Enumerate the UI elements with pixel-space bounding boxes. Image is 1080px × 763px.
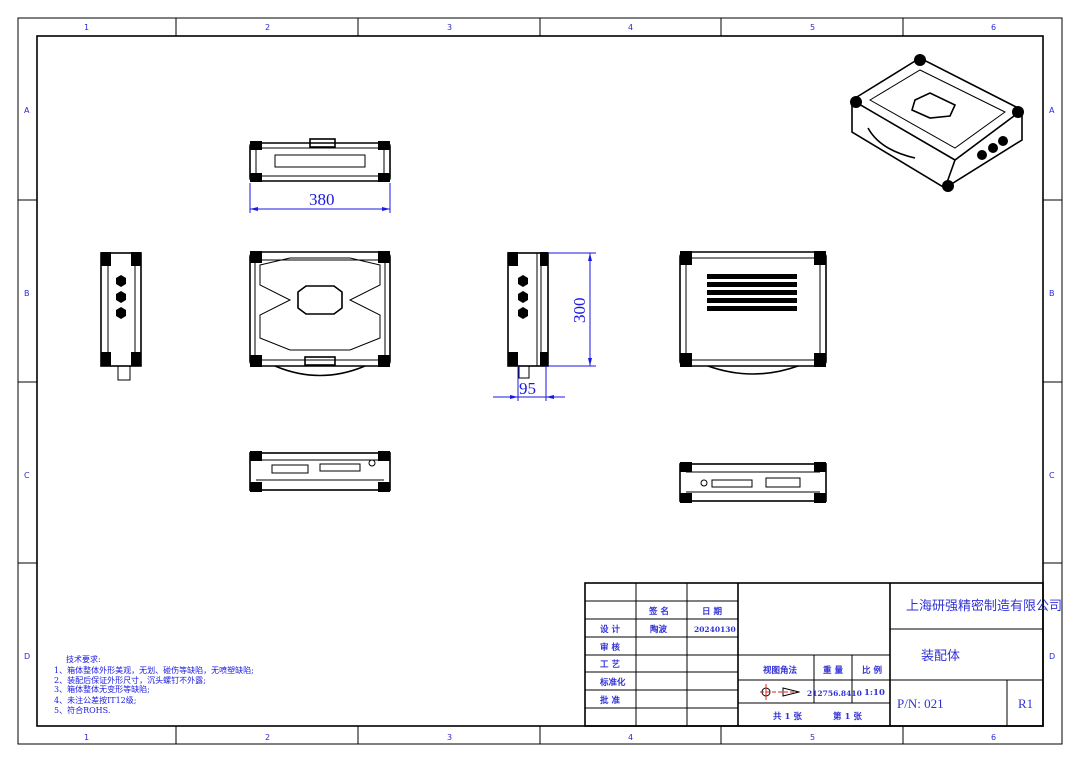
zone-row-c-right: C [1049,471,1055,480]
left-side-view [100,252,142,381]
zone-col-3: 3 [447,23,452,32]
outer-frame [17,17,1063,745]
role-design: 设 计 [600,624,620,635]
role-process: 工 艺 [600,659,620,670]
projection-label: 视图角法 [763,665,798,676]
back-view [679,251,827,375]
role-review: 审 核 [600,642,620,653]
zone-col-6-bottom: 6 [991,733,996,742]
zone-row-c: C [24,471,30,480]
role-standardization: 标准化 [599,677,626,688]
width-dimension: 380 [249,183,391,213]
right-side-view [507,252,549,379]
zone-col-4-bottom: 4 [628,733,633,742]
zone-row-a-right: A [1049,106,1055,115]
depth-dimension-value: 95 [519,379,536,398]
third-angle-projection-icon [760,684,800,700]
requirements-title: 技术要求: [66,654,101,664]
technical-requirements: 技术要求: 1、箱体整体外形美观，无划、碰伤等缺陷，无喷塑缺陷; 2、装配后保证… [54,654,254,715]
top-view [249,138,391,182]
zone-labels: 1 2 3 4 5 6 1 2 3 4 5 6 A B C D A B C D [24,23,1055,742]
bottom-view-right [679,462,827,503]
depth-dimension: 95 [493,366,565,401]
sheet-number: 第 1 张 [833,711,862,722]
requirement-item: 2、装配后保证外形尺寸，沉头螺钉不外露; [54,675,206,685]
requirement-item: 4、未注公差按IT12级; [54,695,136,705]
front-view [249,251,391,377]
width-dimension-value: 380 [309,190,335,209]
zone-col-1: 1 [84,23,89,32]
role-approval: 批 准 [600,695,620,706]
requirement-item: 5、符合ROHS. [54,705,110,715]
zone-row-a: A [24,106,30,115]
zone-dividers [18,18,1062,744]
part-number: P/N: 021 [897,696,944,711]
zone-col-5: 5 [810,23,815,32]
signature-header: 签 名 [648,606,669,617]
inner-frame [36,35,1044,727]
isometric-view [850,54,1024,192]
revision: R1 [1018,696,1033,711]
height-dimension: 300 [548,252,596,367]
scale-label: 比 例 [862,665,882,676]
date-header: 日 期 [702,606,722,617]
zone-row-b-right: B [1049,289,1055,298]
total-sheets: 共 1 张 [773,711,802,722]
weight-value: 212756.8410 [807,689,862,698]
zone-row-b: B [24,289,30,298]
bottom-view-left [249,451,391,492]
zone-col-2: 2 [265,23,270,32]
height-dimension-value: 300 [570,298,589,324]
designer-name: 陶波 [650,624,668,635]
zone-col-2-bottom: 2 [265,733,270,742]
requirement-item: 3、箱体整体无变形等缺陷; [54,684,150,694]
zone-col-6: 6 [991,23,996,32]
design-date: 20240130 [694,625,736,634]
drawing-name: 装配体 [921,649,960,664]
zone-row-d: D [24,652,30,661]
zone-col-1-bottom: 1 [84,733,89,742]
requirement-item: 1、箱体整体外形美观，无划、碰伤等缺陷，无喷塑缺陷; [54,665,254,675]
zone-col-5-bottom: 5 [810,733,815,742]
zone-row-d-right: D [1049,652,1055,661]
zone-col-3-bottom: 3 [447,733,452,742]
title-block: 签 名 日 期 设 计 审 核 工 艺 标准化 批 准 陶波 20240130 … [584,582,1062,727]
zone-col-4: 4 [628,23,633,32]
scale-value: 1:10 [864,688,885,698]
company-name: 上海研强精密制造有限公司 [906,598,1062,614]
weight-label: 重 量 [823,665,843,676]
